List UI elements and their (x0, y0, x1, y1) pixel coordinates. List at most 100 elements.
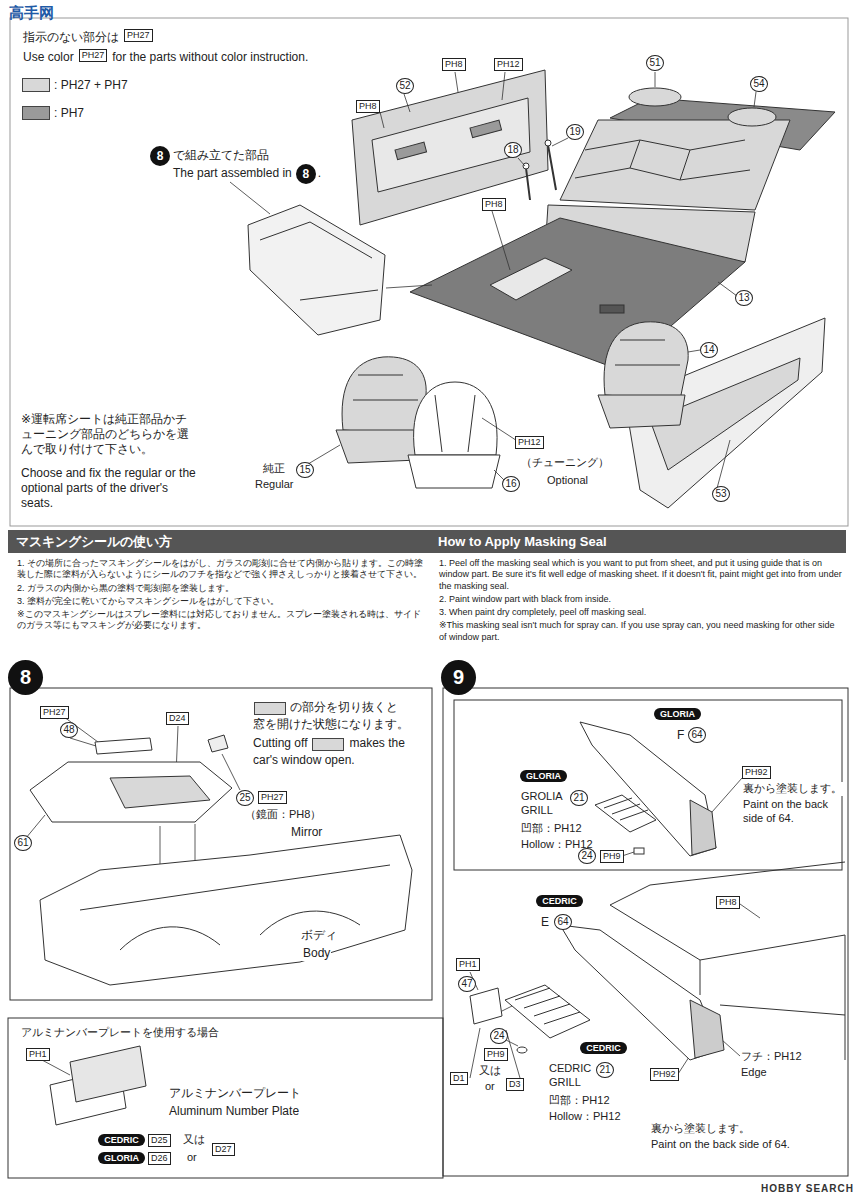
callout-number: 53 (712, 486, 730, 502)
callout-number: 25 (236, 790, 254, 806)
model-tag: CEDRIC (98, 1134, 145, 1146)
note-text: 又は (182, 1133, 206, 1147)
node-text: 8 (302, 167, 309, 181)
paint-code: D25 (148, 1134, 171, 1147)
callout-number: 64 (688, 727, 706, 743)
legend-text: : PH27 + PH7 (54, 78, 128, 92)
legend-entry: : PH27 + PH7 (22, 78, 128, 92)
step-ref-circle: 8 (150, 146, 170, 166)
note-text: 裏から塗装します。 (650, 1122, 751, 1136)
paint-code: PH92 (742, 766, 771, 779)
node-text: 8 (20, 666, 31, 689)
body-and-bumper-parts (30, 722, 845, 1125)
callout-number: 64 (554, 914, 572, 930)
note-text: ※This masking seal isn't much for spray … (438, 620, 845, 643)
note-text: フチ：PH12 (740, 1050, 803, 1064)
note-text: or (484, 1080, 496, 1094)
section-header: How to Apply Masking Seal (430, 530, 846, 553)
note-text: E (540, 915, 550, 930)
callout-number: 48 (60, 722, 78, 738)
note-text: Optional (546, 474, 589, 488)
note-text: F (676, 728, 685, 743)
callout-number: 52 (396, 78, 414, 94)
note-text: Use color (22, 50, 75, 65)
note-text: ※このマスキングシールはスプレー塗料には対応しておりません。スプレー塗装される時… (16, 609, 428, 632)
step8-frame (10, 688, 432, 1000)
callout-number: 54 (750, 76, 768, 92)
note-text: Aluminum Number Plate (168, 1104, 300, 1119)
cut-area-swatch (254, 702, 286, 715)
paint-code: PH27 (258, 791, 287, 804)
note-text: or (186, 1151, 198, 1165)
legend-text: : PH7 (54, 106, 84, 120)
note-text: 指示のない部分は (22, 30, 120, 45)
note-text: Edge (740, 1066, 768, 1080)
section-header: マスキングシールの使い方 (8, 530, 430, 553)
paint-code: D3 (506, 1078, 524, 1091)
note-text: の部分を切り抜くと (289, 700, 399, 715)
note-text: Body (302, 946, 331, 961)
note-text: 窓を開けた状態になります。 (252, 717, 410, 732)
paint-code: PH12 (515, 436, 544, 449)
callout-number: 61 (14, 835, 32, 851)
callout-number: 21 (570, 790, 588, 806)
note-text: 凹部：PH12 (520, 822, 583, 836)
note-text: for the parts without color instruction. (111, 50, 309, 65)
callout-number: 13 (735, 290, 753, 306)
top-panel-frame (10, 18, 848, 526)
note-text: GROLIA GRILL (520, 790, 572, 818)
node-text: GLORIA (104, 1153, 139, 1163)
model-tag: GLORIA (654, 708, 701, 720)
paint-code: PH92 (650, 1068, 679, 1081)
legend-entry: : PH7 (22, 106, 84, 120)
note-text: で組み立てた部品 (172, 148, 270, 163)
node-text: CEDRIC (542, 896, 577, 906)
note-text: makes the (348, 736, 405, 751)
paint-code: PH27 (124, 29, 153, 42)
note-text: 2. ガラスの内側から黒の塗料で彫刻部を塗装します。 (16, 583, 428, 594)
note-text: Paint on the back side of 64. (650, 1138, 791, 1152)
note-text: アルミナンバープレートを使用する場合 (20, 1026, 220, 1040)
note-text: （鏡面：PH8） (244, 808, 322, 822)
note-text: 1. その場所に合ったマスキングシールをはがし、ガラスの彫刻に合せて内側から貼り… (16, 558, 428, 581)
callout-number: 19 (566, 124, 584, 140)
note-text: . (317, 166, 322, 181)
node-text: How to Apply Masking Seal (438, 534, 607, 549)
step-number: 8 (8, 660, 43, 695)
paint-code: D24 (166, 712, 189, 725)
paint-code: PH27 (79, 49, 108, 62)
note-text: 純正 (262, 462, 286, 476)
paint-code: PH8 (716, 896, 740, 909)
paint-code: PH8 (356, 100, 380, 113)
paint-code: PH8 (442, 58, 466, 71)
note-text: Mirror (290, 825, 323, 840)
node-text: GLORIA (526, 771, 561, 781)
note-text: ボディ (300, 928, 338, 943)
model-tag: CEDRIC (580, 1042, 627, 1054)
node-text: CEDRIC (104, 1135, 139, 1145)
note-text: Cutting off (252, 736, 308, 751)
paint-code: PH9 (600, 850, 624, 863)
note-text: （チューニング） (520, 456, 610, 470)
legend-swatch (22, 106, 50, 120)
paint-code: PH9 (484, 1048, 508, 1061)
paint-code: PH1 (26, 1048, 50, 1061)
paint-code: D27 (212, 1143, 235, 1156)
paint-code: PH12 (494, 58, 523, 71)
node-text: マスキングシールの使い方 (16, 533, 172, 551)
note-text: The part assembled in (172, 166, 293, 181)
paint-code: PH8 (482, 198, 506, 211)
interior-parts (248, 70, 835, 508)
step9-inner-frame (454, 700, 842, 870)
callout-number: 21 (596, 1062, 614, 1078)
callout-number: 47 (458, 976, 476, 992)
note-text: 2. Paint window part with black from ins… (438, 594, 845, 605)
callout-number: 24 (578, 848, 596, 864)
model-tag: GLORIA (520, 770, 567, 782)
node-text: CEDRIC (586, 1043, 621, 1053)
model-tag: CEDRIC (536, 895, 583, 907)
node-text: 8 (157, 149, 164, 163)
cut-area-swatch (312, 738, 344, 751)
callout-number: 15 (296, 462, 314, 478)
watermark: 高手网 (8, 4, 55, 23)
